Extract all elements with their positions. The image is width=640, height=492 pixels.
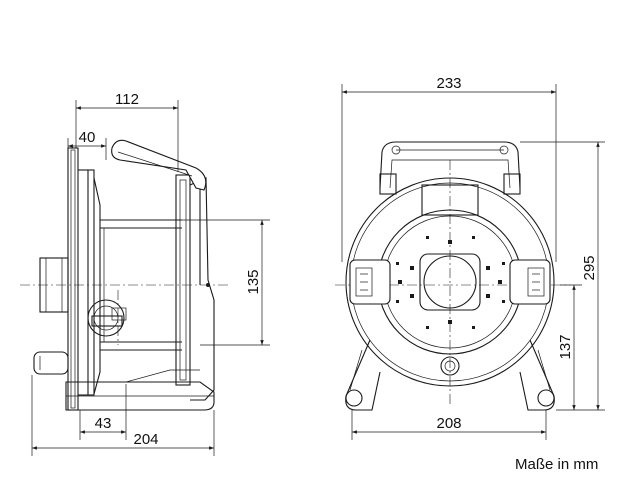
dim-front-height-right: 295: [581, 255, 598, 280]
dim-side-width-top: 112: [115, 91, 139, 108]
dim-side-offset-bottom: 43: [95, 415, 112, 432]
front-view: [335, 141, 570, 411]
dim-side-offset-top: 40: [79, 129, 96, 146]
side-view: [20, 139, 230, 411]
dim-front-width-bottom: 208: [436, 415, 461, 432]
units-note: Maße in mm: [515, 456, 599, 473]
dim-front-width-top: 233: [436, 75, 461, 92]
dim-front-height-inner: 137: [557, 334, 574, 359]
dim-side-width-bottom: 204: [133, 431, 158, 448]
front-view-dimensions: 233 295 137 208: [341, 75, 605, 440]
side-view-dimensions: 112 40 135 43 204: [31, 91, 270, 456]
dim-side-height-right: 135: [245, 269, 262, 294]
